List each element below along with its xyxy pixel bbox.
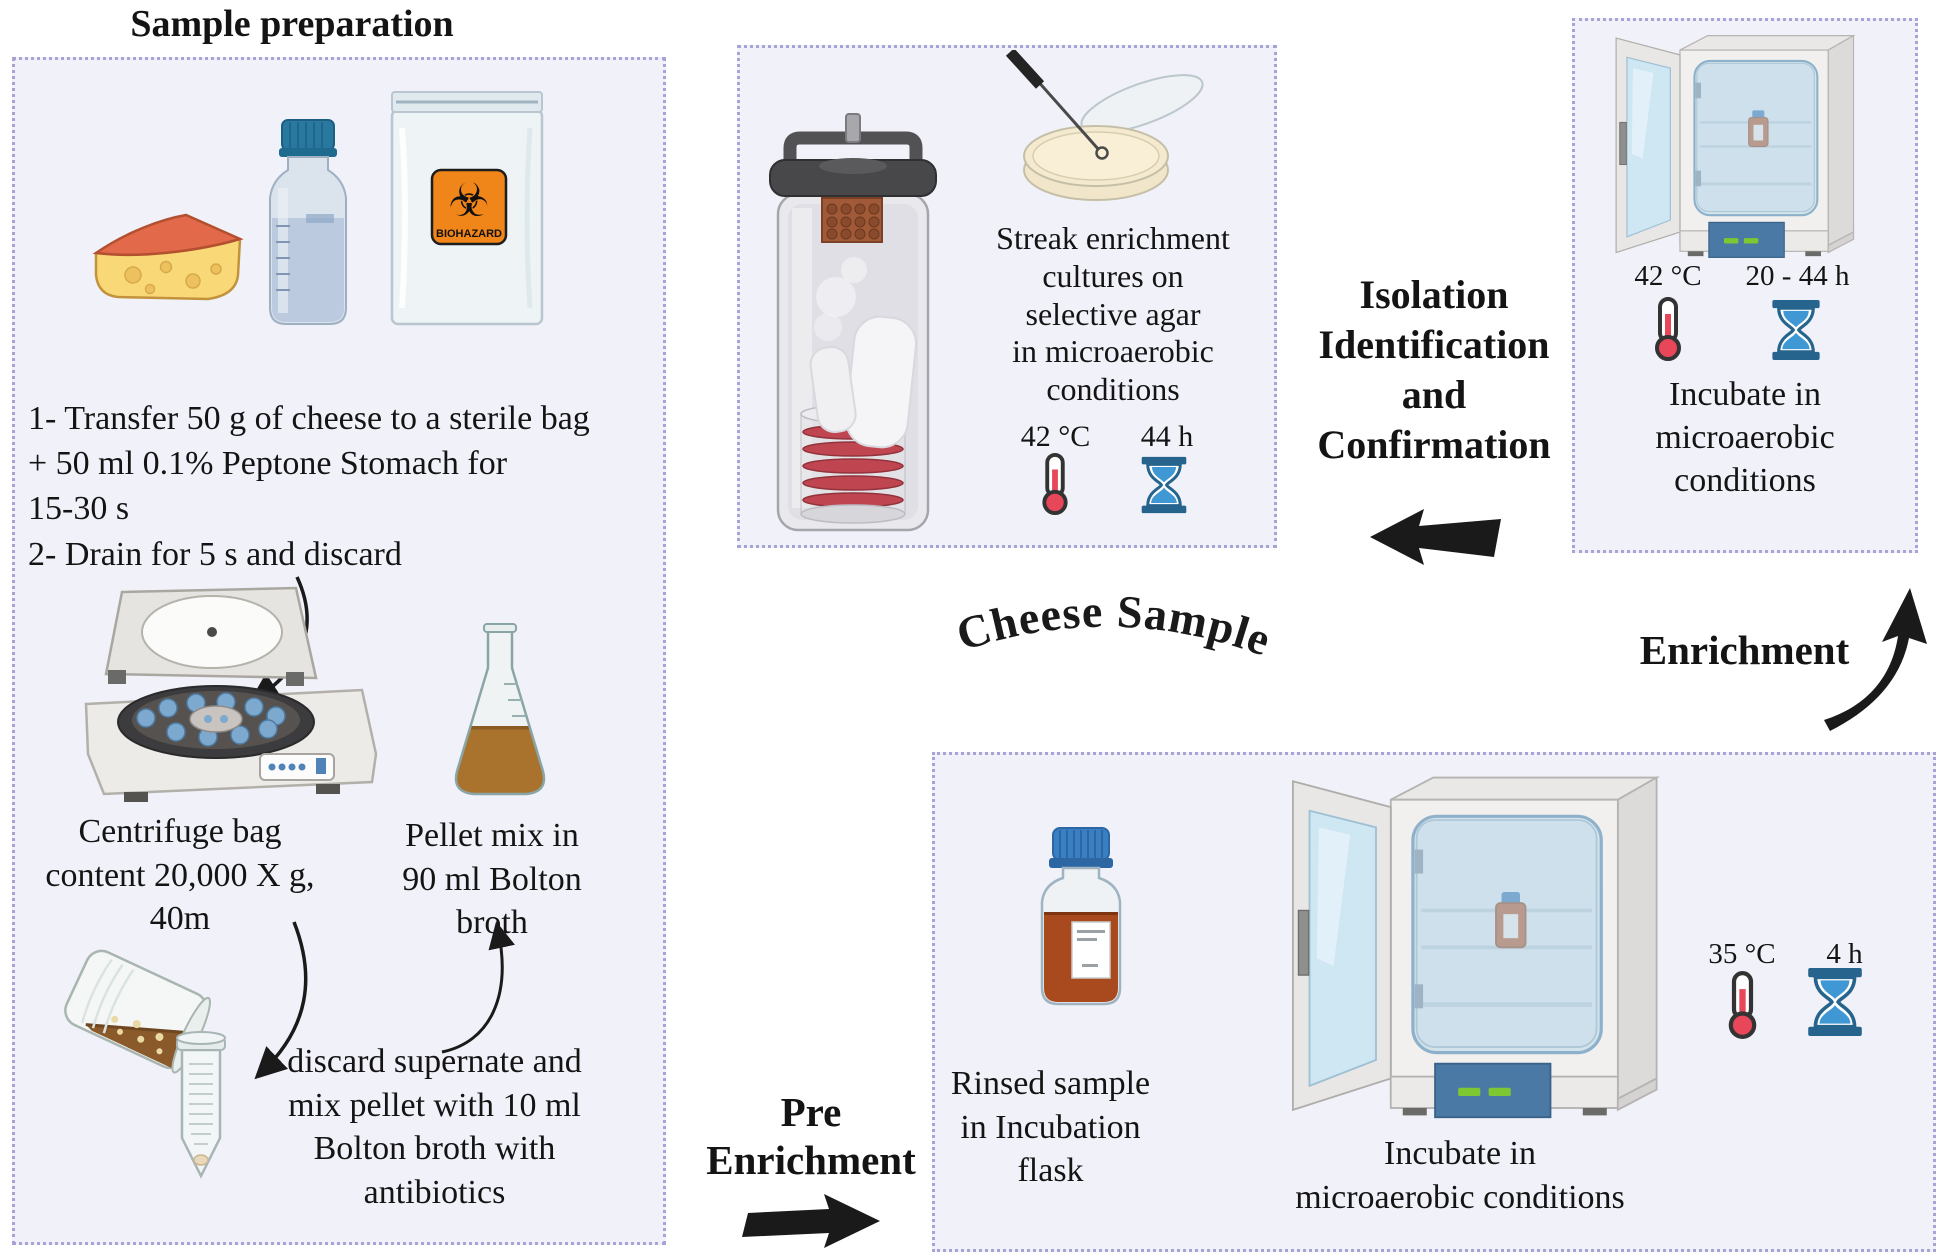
isolation-incubate-caption: Incubate in microaerobic conditions [1655,376,1835,499]
svg-text:Cheese Sample: Cheese Sample [951,586,1278,666]
pre-enrichment-arrow-right-icon [742,1194,880,1248]
page-title: Sample preparation [130,3,454,45]
cheese-sample-label: Cheese Sample [951,586,1278,666]
sample-prep-steps: 1- Transfer 50 g of cheese to a sterile … [28,400,590,573]
incubator-illustration [1598,32,1868,267]
biohazard-icon: ☣ BIOHAZARD [430,168,508,246]
cheese-illustration [92,213,244,301]
thermometer-icon [1646,296,1690,362]
discard-caption: discard supernate and mix pellet with 10… [287,1043,582,1211]
streak-duration: 44 h [1140,420,1194,453]
thermometer-icon [1034,452,1076,516]
isolation-arrow-left-icon [1370,509,1501,565]
centrifuge-illustration [84,586,378,802]
isolation-label: Isolation Identification and Confirmatio… [1317,272,1551,467]
enrichment-temperature: 35 °C [1708,938,1776,970]
isolation-duration: 20 - 44 h [1745,260,1850,292]
reagent-bottle-illustration [269,119,347,325]
petri-streak-illustration [1005,50,1204,201]
incubator-illustration [1278,772,1666,1132]
enrichment-label: Enrichment [1639,627,1850,673]
streak-caption: Streak enrichment cultures on selective … [996,220,1230,407]
duran-bottle-illustration [1040,827,1122,1006]
thermometer-icon [1720,970,1765,1040]
falcon-tube-illustration [176,1031,226,1179]
enrichment-arrow-up-icon [1824,588,1927,731]
hourglass-icon [1140,456,1188,514]
enrichment-incubate-caption: Incubate in microaerobic conditions [1295,1135,1625,1217]
flask-illustration [454,623,546,796]
hourglass-icon [1806,968,1864,1036]
isolation-temperature: 42 °C [1634,260,1702,292]
anaerobic-jar-illustration [769,113,937,532]
enrichment-duration: 4 h [1826,938,1863,970]
pre-enrichment-label: Pre Enrichment [706,1089,916,1184]
biohazard-bag-illustration: ☣ BIOHAZARD [390,91,544,326]
rinsed-sample-caption: Rinsed sample in Incubation flask [950,1065,1151,1190]
arrow-centrifuge-to-tube [254,921,308,1080]
biohazard-label: BIOHAZARD [436,228,502,240]
svg-text:☣: ☣ [448,173,489,227]
hourglass-icon [1770,300,1822,360]
centrifuge-caption: Centrifuge bag content 20,000 X g, 40m [45,813,315,938]
arrow-tube-to-flask [441,921,515,1054]
streak-temperature: 42 °C [1020,420,1091,453]
